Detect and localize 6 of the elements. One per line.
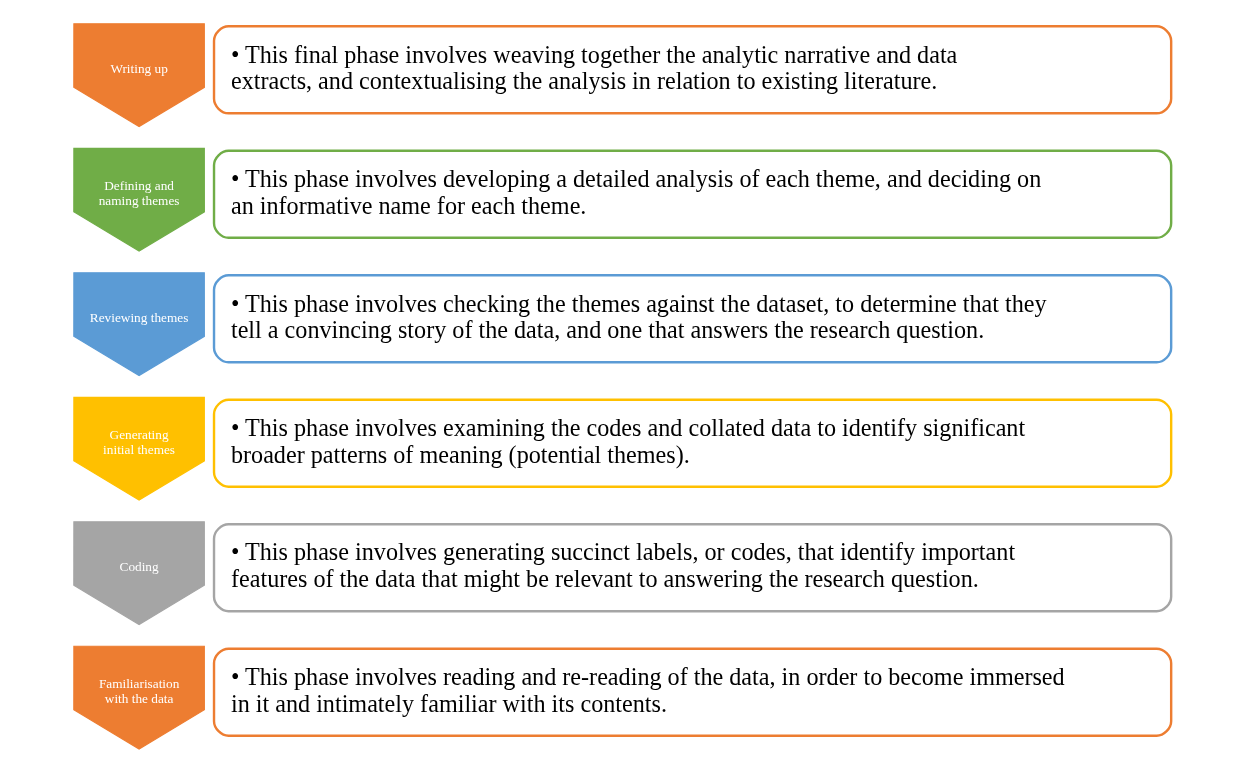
node-box: • This phase involves examining the codes and collated data to identify significant broader patterns of meaning (potential themes).: [212, 398, 1172, 488]
node-box: • This final phase involves weaving together the analytic narrative and data extracts, and contextualising the analysis in relation to existing literature.: [212, 25, 1172, 115]
node-box: • This phase involves checking the themes against the dataset, to determine that they tell a convincing story of the data, and one that answers the research question.: [212, 274, 1172, 364]
node-box: • This phase involves generating succinct labels, or codes, that identify important features of the data that might be relevant to answering the research question.: [212, 523, 1172, 613]
node-box: • This phase involves reading and re-reading of the data, in order to become immersed in it and intimately familiar with its contents.: [212, 647, 1172, 737]
node-box: • This phase involves developing a detailed analysis of each theme, and deciding on an informative name for each theme.: [212, 149, 1172, 239]
